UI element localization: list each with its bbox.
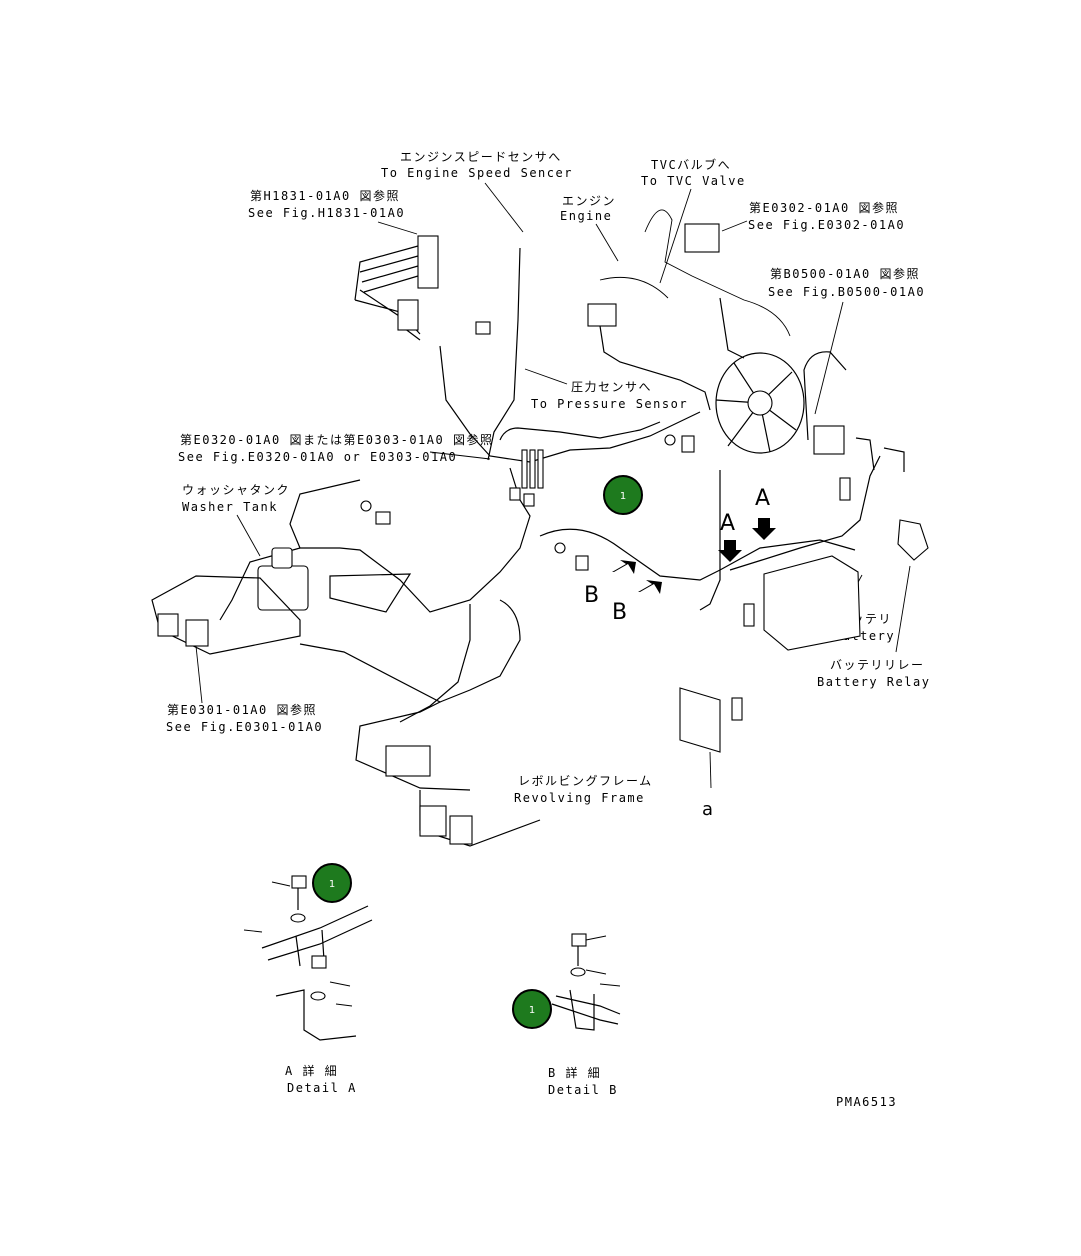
fig-e0301-label-jp: 第E0301-01A0 図参照 [167, 702, 317, 717]
engine-label-en: Engine [560, 209, 612, 223]
callouts-layer: 1 1 1 [312, 475, 643, 1029]
callout-number: 1 [529, 1005, 535, 1016]
fig-e0320-label-en: See Fig.E0320-01A0 or E0303-01A0 [178, 450, 457, 464]
fig-e0320-label-jp: 第E0320-01A0 図または第E0303-01A0 図参照 [180, 432, 493, 447]
fig-b0500-label-en: See Fig.B0500-01A0 [768, 285, 925, 299]
detail-a-label-en: Detail A [287, 1081, 357, 1095]
ref-letter-a-bracket: a [702, 799, 713, 820]
callout-number: 1 [620, 491, 626, 502]
revolving-frame-label-jp: レボルビングフレーム [518, 774, 653, 788]
detail-b-label-en: Detail B [548, 1083, 618, 1097]
callout-marker-1: 1 [603, 475, 643, 515]
callout-circle [512, 989, 552, 1029]
battery-relay-label-en: Battery Relay [817, 675, 930, 689]
callout-circle [603, 475, 643, 515]
view-letter-a-left: A [720, 511, 735, 536]
drawing-code: PMA6513 [836, 1095, 897, 1109]
washer-tank-label-jp: ウォッシャタンク [182, 483, 290, 497]
pressure-label-en: To Pressure Sensor [531, 397, 688, 411]
battery-relay-label-jp: バッテリリレー [830, 658, 925, 672]
callout-marker-2: 1 [312, 863, 352, 903]
callout-number: 1 [329, 879, 335, 890]
engine-label-jp: エンジン [562, 194, 616, 208]
view-letter-b-upper: B [584, 583, 599, 608]
fig-e0302-label-jp: 第E0302-01A0 図参照 [749, 200, 899, 215]
fig-e0302-label-en: See Fig.E0302-01A0 [748, 218, 905, 232]
fig-e0301-label-en: See Fig.E0301-01A0 [166, 720, 323, 734]
engine-speed-label-jp: エンジンスピードセンサへ [400, 150, 562, 164]
detail-a-drawing [243, 875, 373, 1041]
engine-speed-label-en: To Engine Speed Sencer [381, 166, 573, 180]
detail-a-label-jp: A 詳 細 [285, 1063, 338, 1078]
callout-marker-3: 1 [512, 989, 552, 1029]
pressure-label-jp: 圧力センサへ [571, 380, 652, 394]
main-harness-assembly [151, 209, 929, 847]
view-letter-a-right: A [755, 486, 770, 511]
fig-h1831-label-jp: 第H1831-01A0 図参照 [250, 188, 400, 203]
fig-b0500-label-jp: 第B0500-01A0 図参照 [770, 266, 920, 281]
tvc-label-jp: TVCバルブへ [651, 157, 731, 172]
detail-b-label-jp: B 詳 細 [548, 1065, 601, 1080]
callout-circle [312, 863, 352, 903]
fig-h1831-label-en: See Fig.H1831-01A0 [248, 206, 405, 220]
tvc-label-en: To TVC Valve [641, 174, 746, 188]
washer-tank-label-en: Washer Tank [182, 500, 278, 514]
revolving-frame-label-en: Revolving Frame [514, 791, 645, 805]
view-letter-b-lower: B [612, 600, 627, 625]
detail-b-drawing [551, 933, 621, 1031]
